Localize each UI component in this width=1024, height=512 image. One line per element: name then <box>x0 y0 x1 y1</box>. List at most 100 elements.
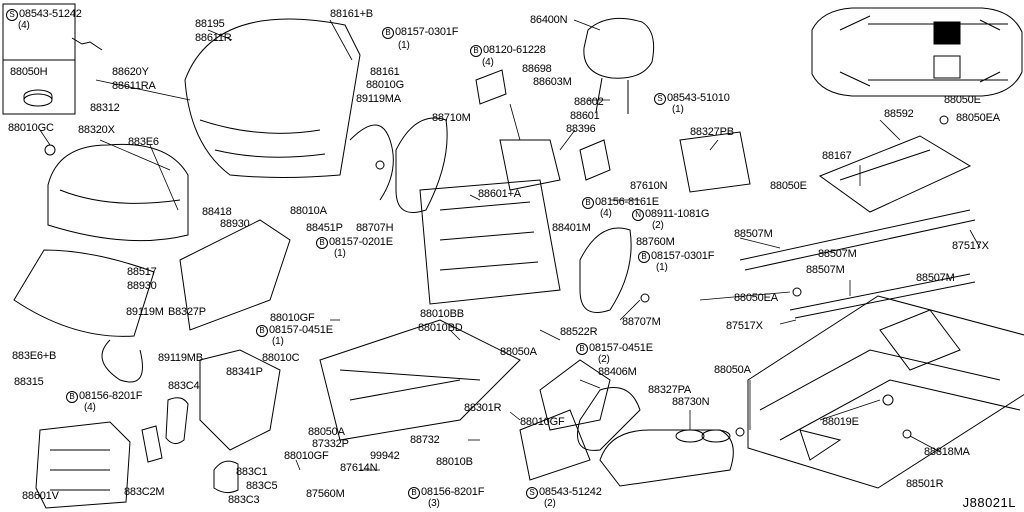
part-label: 87560M <box>306 488 345 500</box>
part-label: 88320X <box>78 124 115 136</box>
part-qty: (1) <box>672 104 684 115</box>
part-label: 88698 <box>522 63 552 75</box>
part-label: 88707H <box>356 222 394 234</box>
part-label: 88312 <box>90 102 120 114</box>
part-label: 88611RA <box>112 80 156 92</box>
part-label: 88930 <box>220 218 250 230</box>
part-label: 88522R <box>560 326 598 338</box>
part-label: 88301R <box>464 402 502 414</box>
part-label: 88732 <box>410 434 440 446</box>
part-label: 88507M <box>916 272 955 284</box>
part-label: 88050EA <box>734 292 778 304</box>
part-label: 88315 <box>14 376 44 388</box>
part-label: 88010GF <box>284 450 329 462</box>
part-label: 88507M <box>734 228 773 240</box>
part-label: 87517X <box>726 320 763 332</box>
seat-cushion <box>47 143 189 242</box>
part-label: 883C4 <box>168 380 200 392</box>
lumbar-unit <box>499 139 561 191</box>
side-pad-lower <box>579 227 632 313</box>
part-label: 88161 <box>370 66 400 78</box>
part-label: 87614N <box>340 462 378 474</box>
rail-lower <box>789 273 976 319</box>
slide-assembly-box <box>747 295 1024 489</box>
part-label: 88730N <box>672 396 710 408</box>
tray <box>599 429 734 487</box>
harness-upper <box>349 124 394 201</box>
part-label: 88760M <box>636 236 675 248</box>
part-label: 88010G <box>366 79 404 91</box>
diagram-id: J88021L <box>962 495 1016 510</box>
part-label: 88050A <box>500 346 537 358</box>
part-label: 88501R <box>906 478 944 490</box>
part-label: 883E6 <box>128 136 159 148</box>
part-label: 88396 <box>566 123 596 135</box>
part-label: 88507M <box>806 264 845 276</box>
part-label: 88195 <box>195 18 225 30</box>
part-label: 883E6+B <box>12 350 57 362</box>
cushion-cover <box>13 249 155 337</box>
part-qty: (1) <box>656 262 668 273</box>
part-qty: (4) <box>600 208 612 219</box>
part-label: 89119MA <box>356 93 401 105</box>
part-label: 88418 <box>202 206 232 218</box>
part-label: 88930 <box>127 280 157 292</box>
part-qty: (2) <box>652 220 664 231</box>
rail-upper-frame <box>818 135 972 213</box>
part-label: 88707M <box>622 316 661 328</box>
part-label: 88507M <box>818 248 857 260</box>
part-label: 88601V <box>22 490 59 502</box>
part-label: 88603M <box>533 76 572 88</box>
part-label: 88050E <box>770 180 807 192</box>
rail-cover <box>679 131 751 193</box>
recliner-unit <box>35 421 131 509</box>
part-label: 88050A <box>714 364 751 376</box>
clip-icon <box>23 93 53 107</box>
part-qty: (1) <box>334 248 346 259</box>
part-label: 88010GF <box>270 312 315 324</box>
part-label: 88401M <box>552 222 591 234</box>
part-label: 88161+B <box>330 8 373 20</box>
part-label: 88602 <box>574 96 604 108</box>
side-pad-upper <box>395 117 448 213</box>
seat-frame <box>319 319 521 441</box>
part-label: 88710M <box>432 112 471 124</box>
rail-upper <box>739 209 976 271</box>
part-label: 89119M <box>126 306 164 318</box>
part-label: 88517 <box>127 266 157 278</box>
part-label: 88327PB <box>690 126 734 138</box>
part-qty: (3) <box>428 498 440 509</box>
part-label: 883C2M <box>124 486 165 498</box>
part-label: 88327PA <box>648 384 692 396</box>
part-label: 88050A <box>308 426 345 438</box>
part-label: 88620Y <box>112 66 149 78</box>
part-qty: (4) <box>482 57 494 68</box>
harness-lower <box>101 339 143 383</box>
part-label: 88010BD <box>418 322 463 334</box>
part-label: 88451P <box>306 222 343 234</box>
part-label: 87610N <box>630 180 668 192</box>
part-label: 88601+A <box>478 188 521 200</box>
part-label: 88019E <box>822 416 859 428</box>
legend-box-clip <box>2 59 76 115</box>
part-label: 88601 <box>570 110 600 122</box>
part-label: 88406M <box>598 366 637 378</box>
backrest-cover <box>184 18 361 178</box>
inner-cover <box>539 359 611 431</box>
part-label: 88010A <box>290 205 327 217</box>
part-label: 883C1 <box>236 466 268 478</box>
part-label: 86400N <box>530 14 568 26</box>
part-label: 88010B <box>436 456 473 468</box>
part-qty: (1) <box>272 336 284 347</box>
part-label: 99942 <box>370 450 400 462</box>
